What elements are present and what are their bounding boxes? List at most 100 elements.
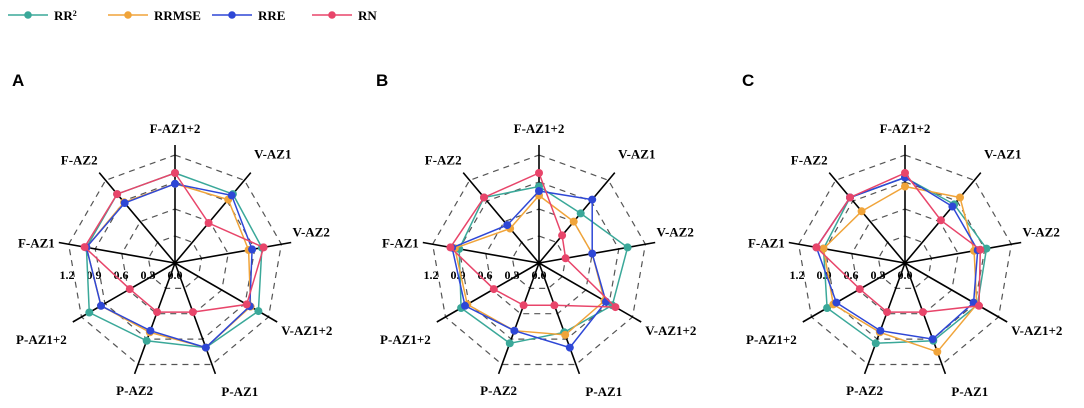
data-point [611,303,620,312]
data-point [623,243,632,252]
legend-marker [124,11,132,19]
axis-label: F-AZ2 [791,153,828,168]
axis-spoke [538,241,656,264]
data-point [857,207,866,216]
data-point [146,326,155,335]
series-rr [82,169,266,352]
data-point [171,179,179,188]
data-point [928,335,937,344]
radar-panel-b: B0.00.30.60.91.2F-AZ1+2V-AZ1V-AZ2V-AZ1+2… [376,71,696,399]
axis-label: P-AZ2 [846,383,883,398]
data-point [97,301,105,310]
axis-spoke [174,172,252,264]
legend-label: RN [358,8,377,23]
axis-label: P-AZ2 [116,383,153,398]
axis-label: P-AZ2 [480,383,517,398]
data-point [823,304,832,312]
data-point [113,190,122,199]
data-point [535,187,543,195]
axis-spoke [462,172,540,264]
data-point [975,301,983,310]
data-point [569,217,578,226]
data-point [832,298,841,307]
data-point [489,285,498,294]
data-point [204,219,213,227]
data-point [120,199,129,207]
data-point [125,285,134,294]
series-rn [446,169,620,312]
data-point [948,202,957,211]
tick-label: 0.6 [844,268,859,282]
data-point [901,182,909,191]
axis-label: F-AZ1 [18,236,55,251]
series-line [451,190,607,349]
axis-spoke [497,262,540,375]
series-line [85,172,263,349]
grid-ring-1 [511,235,567,289]
axis-label: F-AZ1+2 [514,121,565,136]
tick-label: 0.0 [898,268,913,282]
axis-label: F-AZ1+2 [150,121,201,136]
data-point [80,243,89,252]
series-line [453,194,606,336]
data-point [461,301,469,310]
axis-spoke [436,262,540,323]
tick-label: 0.0 [532,268,547,282]
data-point [819,244,828,253]
legend-label: RR2 [54,8,77,23]
data-point [171,169,179,177]
axis-label: V-AZ2 [657,225,694,240]
axis-label: V-AZ2 [1023,225,1060,240]
axis-spoke [904,241,1022,264]
axis-label: P-AZ1+2 [16,332,67,347]
tick-label: 0.6 [114,268,129,282]
data-point [550,301,559,310]
legend-marker [228,11,236,19]
grid-ring-4 [431,154,647,366]
axis-spoke [538,262,642,323]
axis-label: V-AZ1 [984,147,1021,162]
data-point [503,221,512,230]
legend-item-rrmse: RRMSE [108,8,201,23]
data-point [201,343,210,352]
axis-spoke [802,262,906,323]
data-point [956,193,964,202]
axis-label: F-AZ1 [748,236,785,251]
data-point [918,308,927,317]
axis-label: V-AZ1 [254,147,291,162]
data-point [480,193,488,202]
data-point [446,243,455,252]
data-point [558,231,567,240]
data-point [936,216,945,225]
axis-label: F-AZ2 [425,153,462,168]
tick-label: 0.0 [168,268,183,282]
axis-label: P-AZ1 [585,384,622,399]
axis-label: V-AZ1+2 [1011,323,1062,338]
data-point [982,244,991,253]
series-line [83,172,265,313]
tick-label: 1.2 [424,268,439,282]
axis-spoke [538,172,616,264]
grid-ring-2 [121,208,229,315]
data-point [85,308,94,317]
legend-item-rr: RR2 [8,8,77,23]
data-point [561,254,570,263]
axis-spoke [98,172,176,264]
data-point [588,195,597,204]
axis-label: V-AZ1+2 [281,323,332,338]
data-point [883,308,892,317]
axis-label: F-AZ1 [382,236,419,251]
axis-spoke [174,241,292,264]
series-line [822,176,988,345]
grid-ring-2 [851,208,959,315]
axis-spoke [58,241,176,264]
data-point [588,249,597,258]
legend-label: RRE [258,8,285,23]
tick-label: 0.6 [478,268,493,282]
axis-spoke [788,241,906,264]
panel-letter: B [376,71,388,90]
series-line [822,185,978,353]
tick-label: 0.3 [505,268,520,282]
axis-spoke [422,241,540,264]
